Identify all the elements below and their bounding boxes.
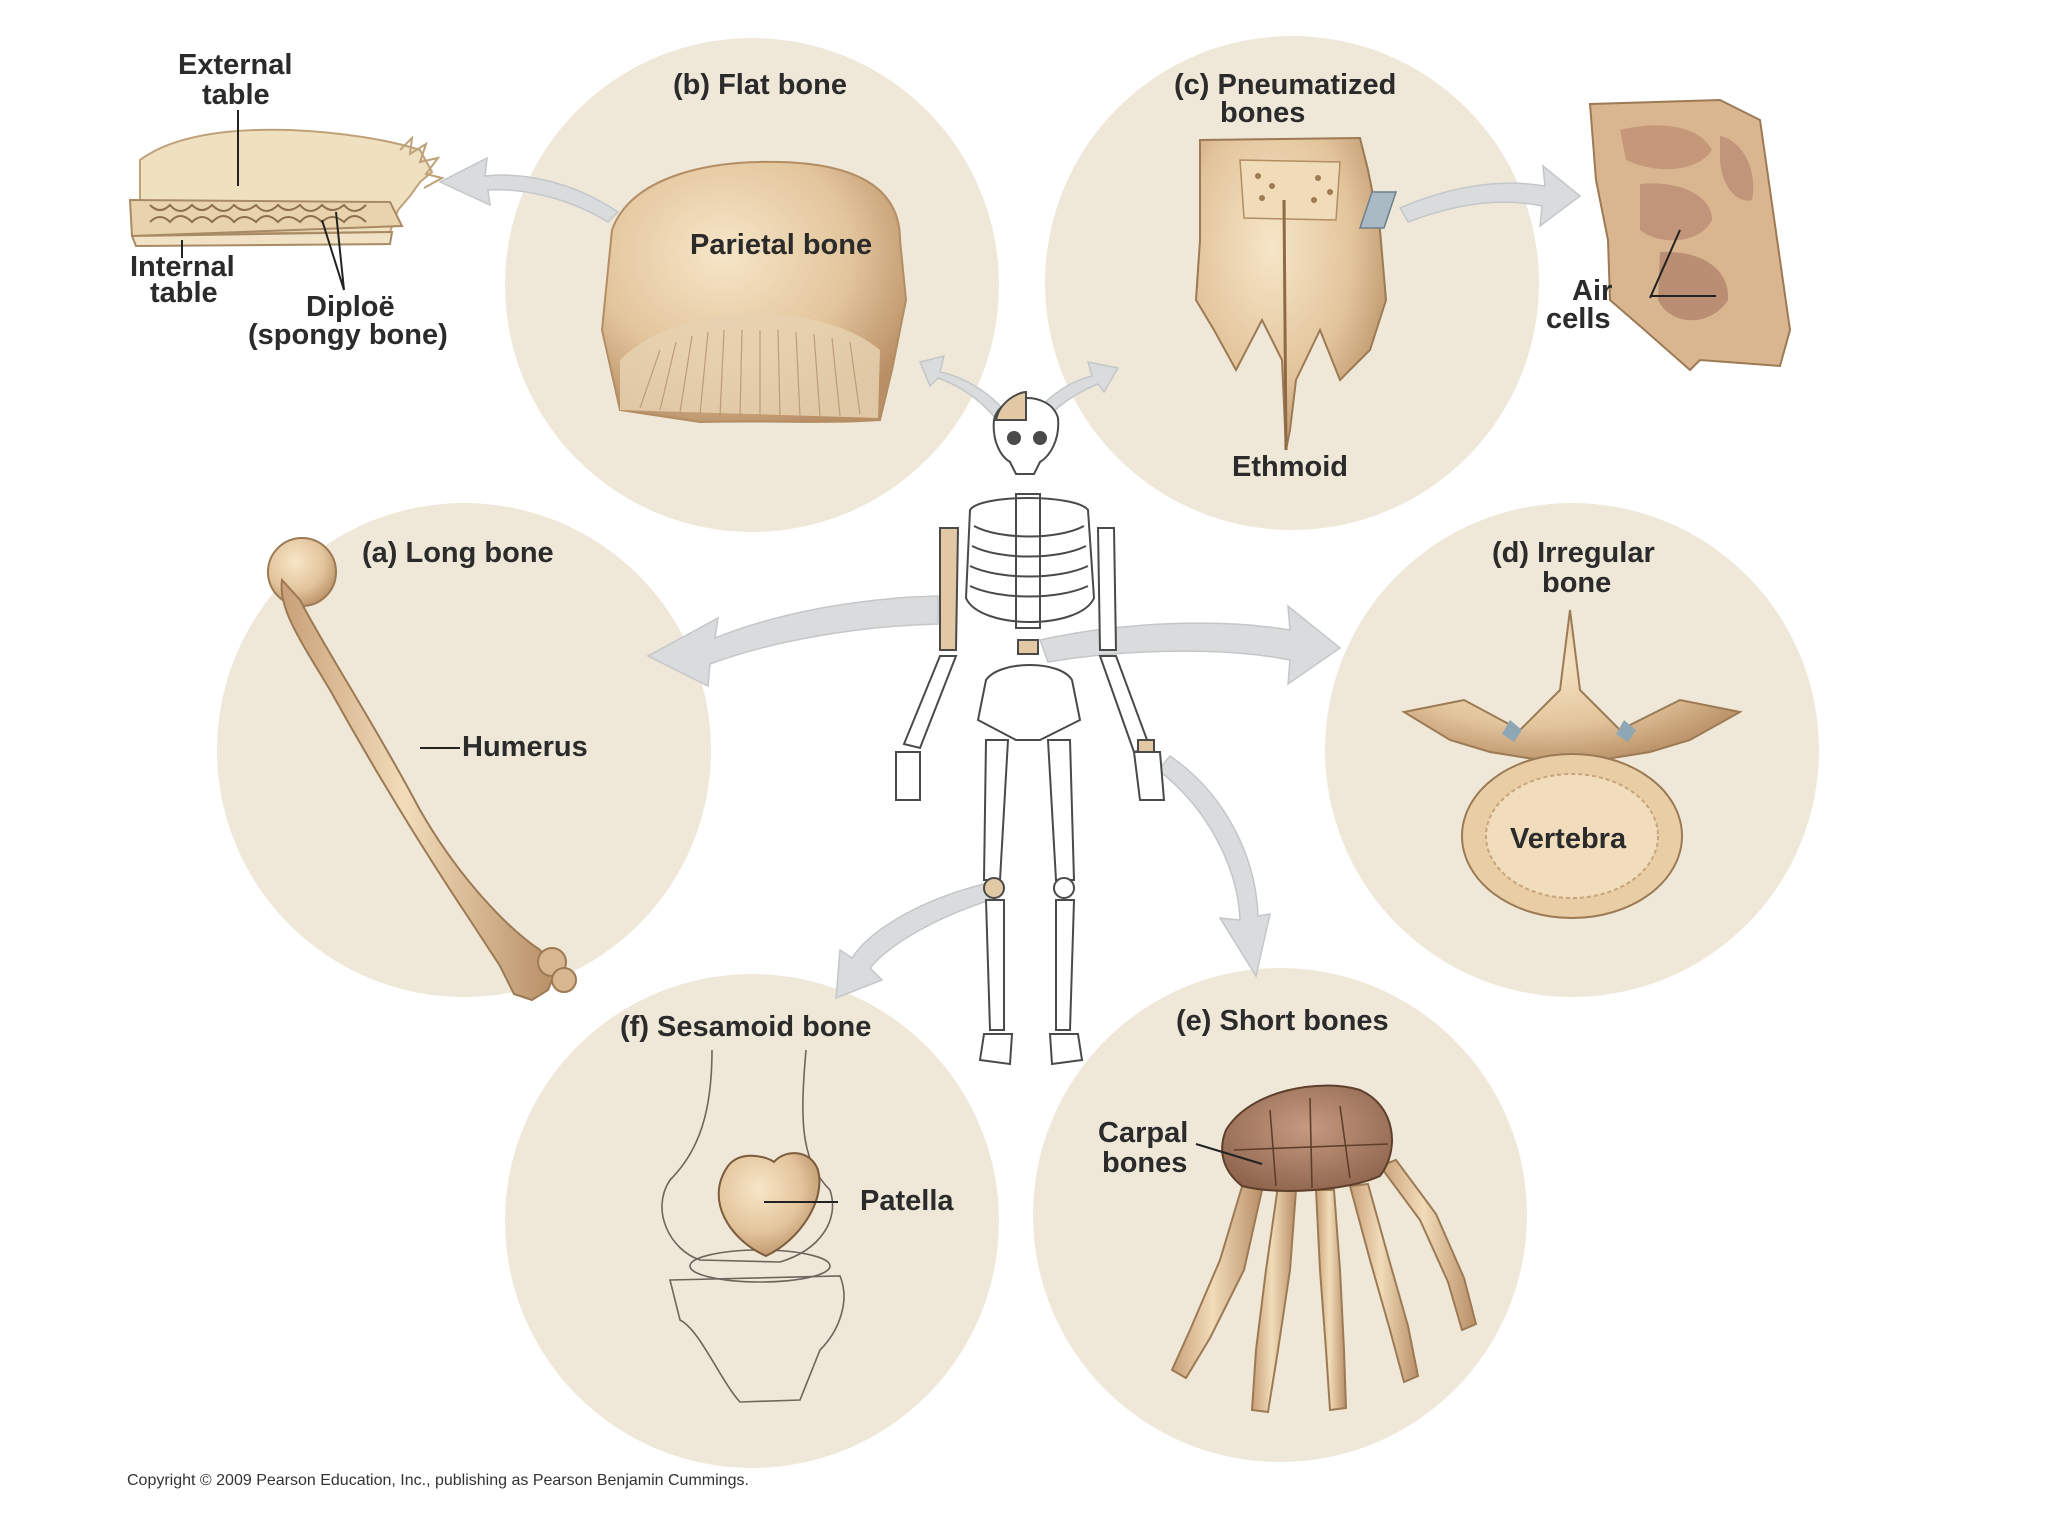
parietal-bone: [600, 160, 908, 424]
ethmoid-label: Ethmoid: [1232, 451, 1348, 483]
vertebra-label: Vertebra: [1510, 823, 1627, 855]
vertebra-bone: [1401, 609, 1743, 919]
carpal-bones-label-line2: bones: [1102, 1147, 1188, 1179]
air-cells-label-line1: Air: [1572, 275, 1613, 307]
humerus-bone: [267, 537, 577, 1002]
human-skeleton: [895, 390, 1166, 1066]
patella-label: Patella: [860, 1185, 954, 1217]
external-table-label-line2: table: [202, 79, 270, 111]
carpal-bones-label-line1: Carpal: [1098, 1117, 1189, 1149]
irregular-bone-title-line2: bone: [1542, 567, 1612, 599]
parietal-bone-label: Parietal bone: [690, 229, 873, 261]
left-humerus: [939, 527, 960, 651]
irregular-bone-title-line1: (d) Irregular: [1492, 537, 1655, 569]
arrow-to-parietal: [918, 354, 1012, 425]
arrow-to-flat-detail: [438, 156, 620, 223]
patella-bone: [717, 1152, 838, 1258]
ethmoid-bone: [1194, 136, 1398, 451]
copyright-notice: Copyright © 2009 Pearson Education, Inc.…: [127, 1472, 749, 1489]
internal-table-label-line2: table: [150, 277, 218, 309]
arrow-to-sesamoid: [835, 883, 991, 1000]
air-cells-label-line2: cells: [1546, 303, 1611, 335]
internal-table-label-line1: Internal: [130, 251, 235, 283]
air-cells-detail: [1588, 98, 1792, 372]
pneumatized-title-line2: bones: [1220, 97, 1306, 129]
arrow-to-short-bones: [1156, 754, 1271, 978]
flat-bone-cross-section: [128, 110, 445, 291]
hand-bones: [1170, 1084, 1478, 1414]
arrow-to-long-bone: [646, 595, 939, 688]
humerus-label: Humerus: [462, 731, 588, 763]
external-table-label-line1: External: [178, 49, 293, 81]
arrows: [438, 156, 1582, 1000]
sesamoid-bone-title: (f) Sesamoid bone: [620, 1011, 872, 1043]
pneumatized-title-line1: (c) Pneumatized: [1174, 69, 1397, 101]
diploe-label-line2: (spongy bone): [248, 319, 448, 351]
arrow-to-air-cells: [1398, 164, 1582, 228]
diploe-label-line1: Diploë: [306, 291, 395, 323]
long-bone-title: (a) Long bone: [362, 537, 554, 569]
arrow-to-irregular-bone: [1039, 604, 1342, 686]
short-bones-title: (e) Short bones: [1176, 1005, 1389, 1037]
flat-bone-title: (b) Flat bone: [673, 69, 847, 101]
long-bone-panel: [217, 503, 711, 997]
